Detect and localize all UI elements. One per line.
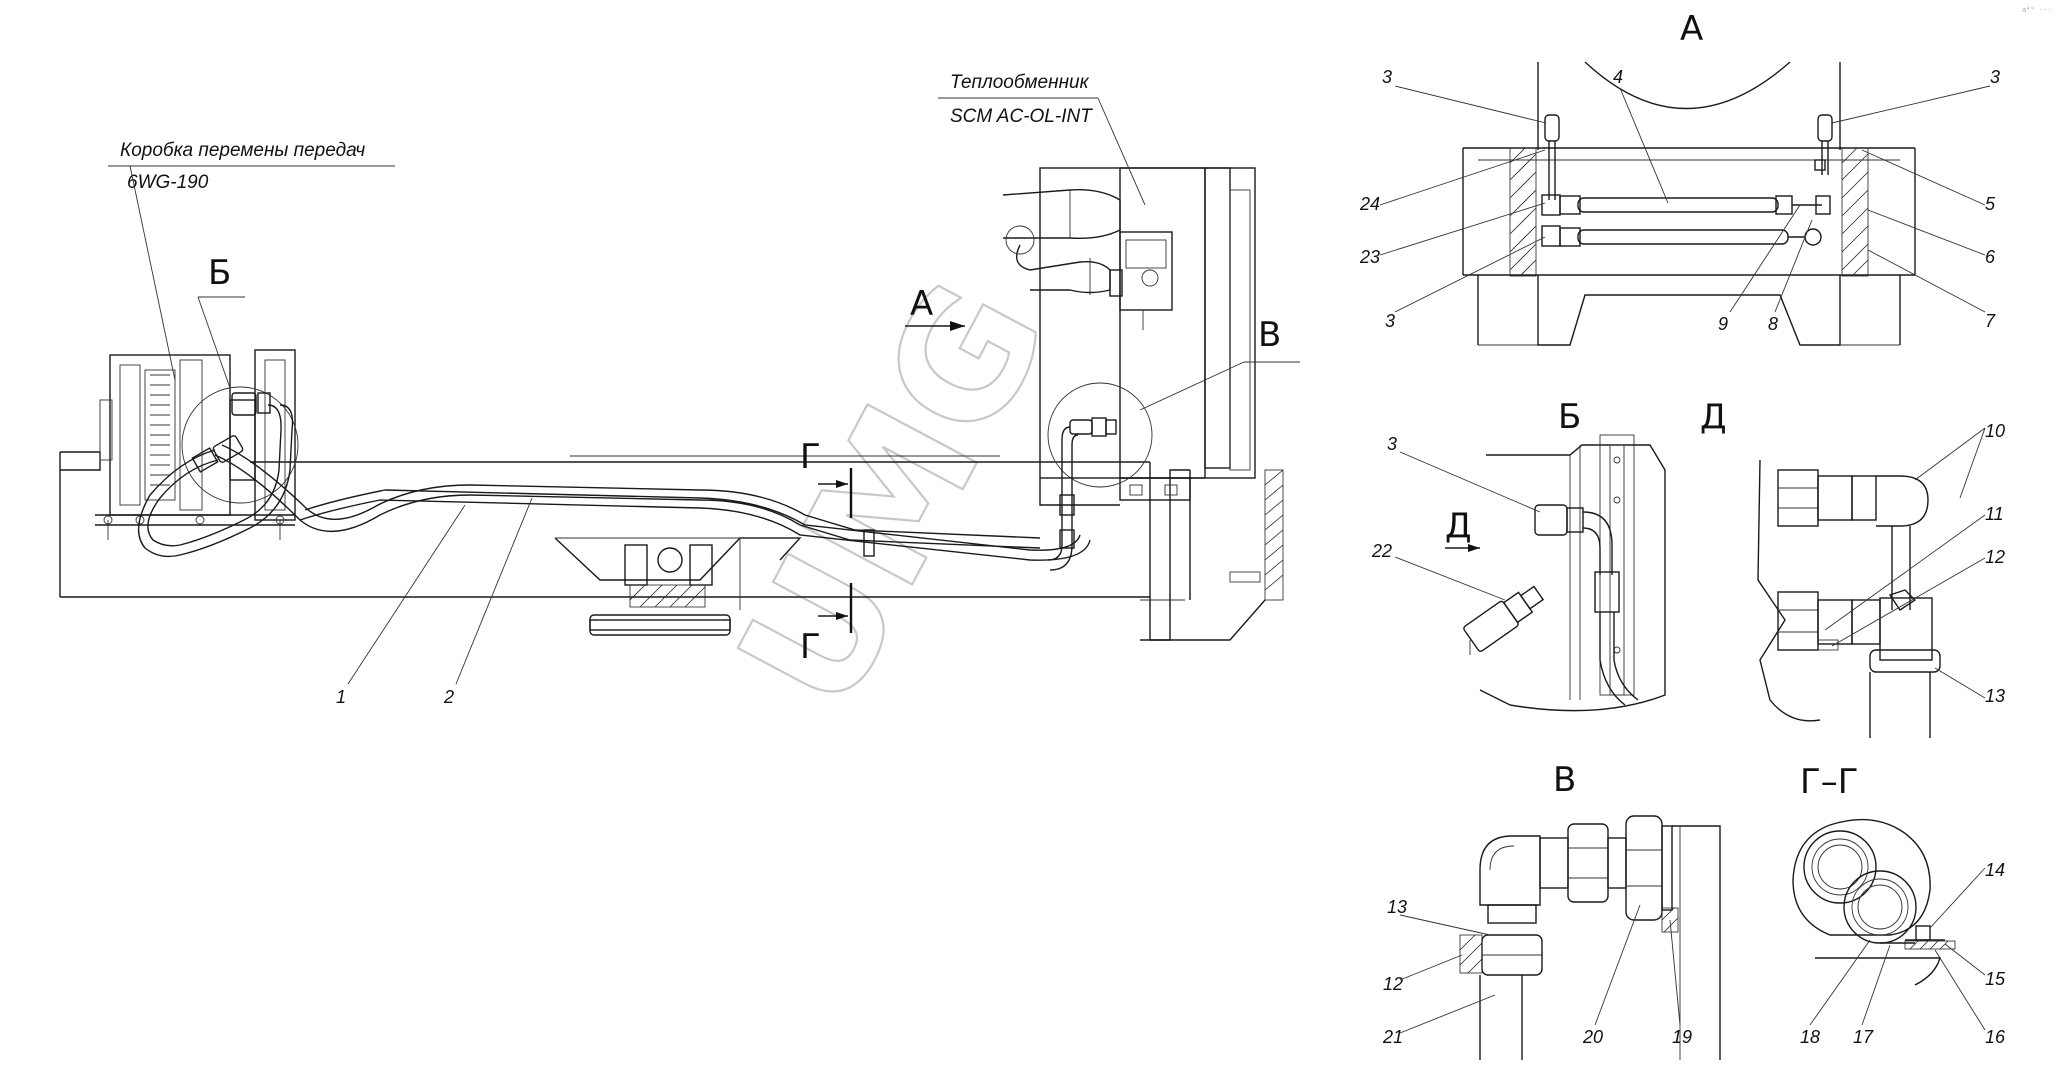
svg-text:13: 13 <box>1387 897 1407 917</box>
hose-clamp <box>863 529 875 557</box>
svg-text:20: 20 <box>1582 1027 1603 1047</box>
svg-text:24: 24 <box>1359 194 1380 214</box>
svg-text:8: 8 <box>1768 314 1778 334</box>
svg-text:3: 3 <box>1382 67 1392 87</box>
view-a: А <box>1462 9 1916 346</box>
svg-text:Г–Г: Г–Г <box>1800 762 1858 802</box>
svg-text:22: 22 <box>1371 541 1392 561</box>
hose-1 <box>137 404 294 558</box>
svg-text:12: 12 <box>1383 974 1403 994</box>
main-frame <box>59 451 1284 641</box>
section-mark-g-bottom: Г <box>800 627 821 667</box>
section-mark-g-top: Г <box>800 437 821 477</box>
gearbox <box>95 349 296 540</box>
svg-text:13: 13 <box>1985 686 2005 706</box>
svg-text:23: 23 <box>1359 247 1380 267</box>
svg-text:3: 3 <box>1387 434 1397 454</box>
svg-text:Теплообменник: Теплообменник <box>950 72 1090 93</box>
section-line-g <box>818 468 853 633</box>
view-mark-d-arrow: Д <box>1445 506 1472 546</box>
hose-main-pair <box>299 489 1091 561</box>
svg-text:В: В <box>1553 760 1576 800</box>
main-item-labels: 1 2 <box>336 497 533 707</box>
view-mark-v: В <box>1258 315 1281 355</box>
view-arrow-a <box>905 321 965 331</box>
svg-text:7: 7 <box>1985 311 1996 331</box>
svg-text:15: 15 <box>1985 969 2006 989</box>
svg-text:19: 19 <box>1672 1027 1692 1047</box>
watermark: UMG <box>701 252 1086 739</box>
svg-text:9: 9 <box>1718 314 1728 334</box>
svg-text:12: 12 <box>1985 547 2005 567</box>
svg-text:4: 4 <box>1613 67 1623 87</box>
svg-text:10: 10 <box>1985 421 2005 441</box>
gearbox-fittings <box>191 392 271 473</box>
detail-circle-b <box>181 386 299 504</box>
svg-text:18: 18 <box>1800 1027 1820 1047</box>
cooler-caption: Теплообменник SCM AC-OL-INT <box>938 72 1146 206</box>
svg-text:6WG-190: 6WG-190 <box>127 172 209 193</box>
view-b-labels: 3 22 <box>1371 434 1541 601</box>
svg-text:1: 1 <box>336 687 346 707</box>
view-b: Б Д <box>1445 397 1666 712</box>
svg-text:SCM AC-OL-INT: SCM AC-OL-INT <box>950 106 1093 127</box>
view-mark-a: А <box>910 284 933 324</box>
corner-mark: a⁴⁹ ··· <box>2022 6 2052 14</box>
svg-text:Коробка перемены передач: Коробка перемены передач <box>120 140 365 161</box>
view-gg: Г–Г <box>1792 762 1956 986</box>
svg-text:А: А <box>1680 9 1703 49</box>
svg-text:17: 17 <box>1853 1027 1874 1047</box>
view-gg-labels: 14 15 16 17 18 <box>1800 860 2006 1047</box>
detail-circle-v <box>1047 382 1153 488</box>
svg-text:14: 14 <box>1985 860 2005 880</box>
hose-2 <box>214 444 1041 549</box>
svg-text:5: 5 <box>1985 194 1996 214</box>
svg-text:21: 21 <box>1382 1027 1403 1047</box>
view-mark-b: Б <box>208 253 231 293</box>
cooler-fittings <box>1047 417 1117 571</box>
svg-text:16: 16 <box>1985 1027 2006 1047</box>
view-v: В <box>1459 760 1721 1060</box>
gearbox-caption: Коробка перемены передач 6WG-190 <box>108 140 395 381</box>
view-d: Д <box>1700 397 1941 738</box>
svg-text:6: 6 <box>1985 247 1996 267</box>
svg-text:Б: Б <box>1558 397 1581 437</box>
heat-exchanger <box>1002 167 1256 506</box>
svg-text:Д: Д <box>1700 397 1727 437</box>
svg-text:11: 11 <box>1985 504 2004 524</box>
view-d-labels: 10 11 12 13 <box>1824 421 2005 706</box>
svg-text:2: 2 <box>443 687 454 707</box>
view-a-labels: 3 3 4 24 23 3 5 6 7 9 8 <box>1359 67 2000 334</box>
svg-text:3: 3 <box>1385 311 1395 331</box>
svg-text:3: 3 <box>1990 67 2000 87</box>
view-v-labels: 13 12 21 20 19 <box>1382 897 1692 1047</box>
